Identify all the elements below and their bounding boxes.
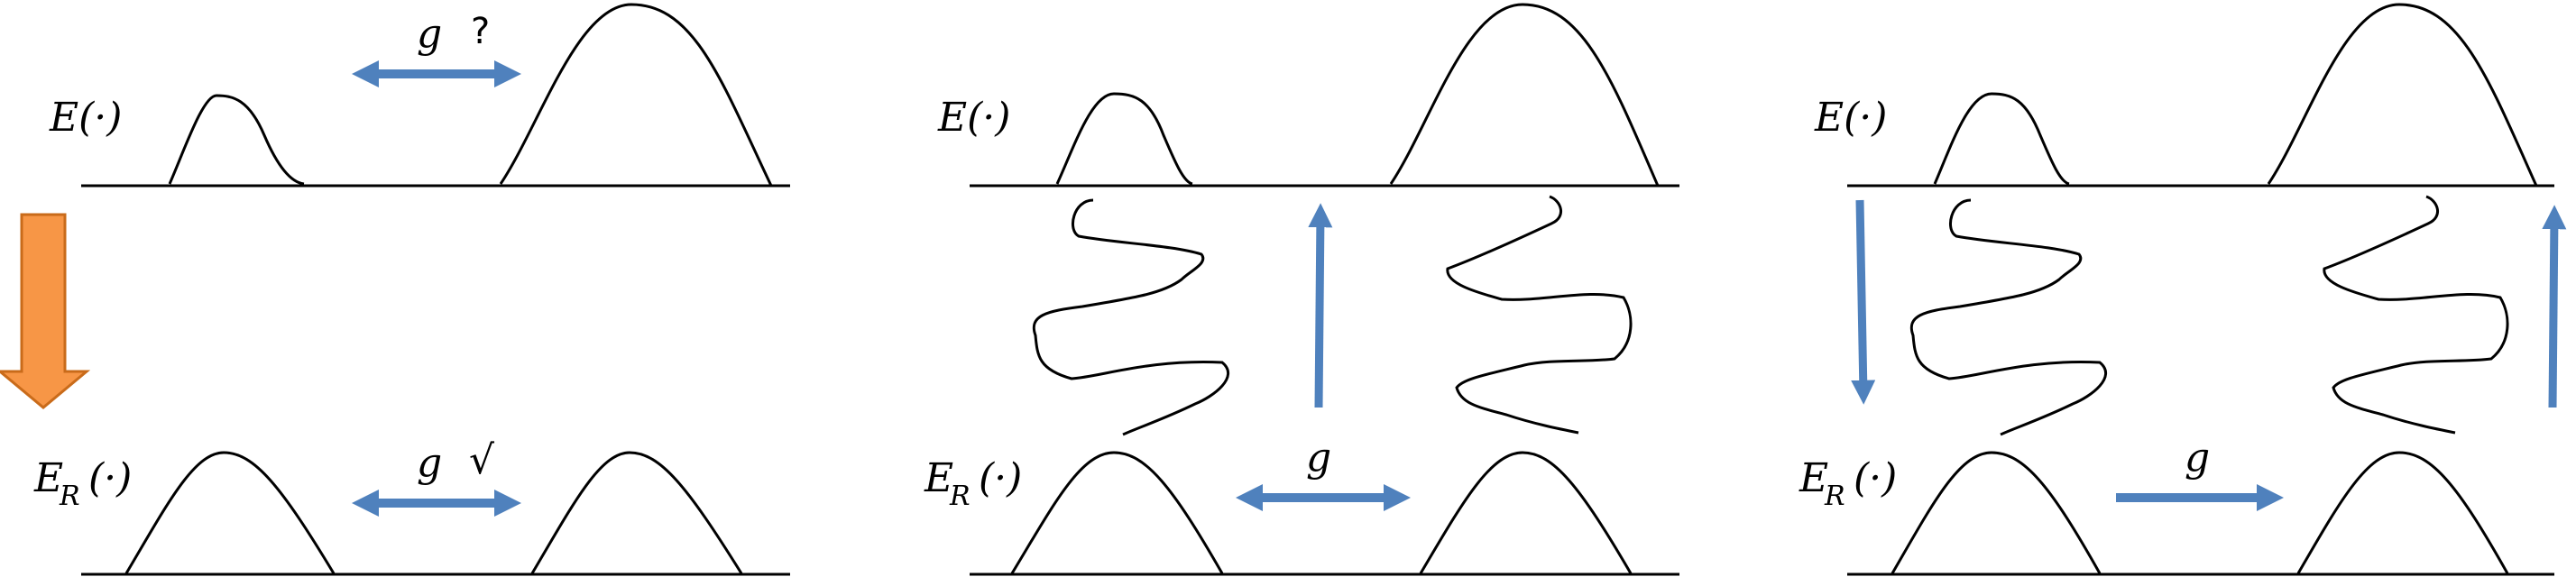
map-label-g: g bbox=[417, 11, 442, 57]
map-label-g: g bbox=[417, 440, 442, 486]
trajectory-right bbox=[2323, 195, 2509, 435]
large-peak bbox=[2267, 3, 2538, 187]
energy-label: E(·) bbox=[1814, 95, 1887, 141]
panel-3: E(·) E R (·) g bbox=[1799, 3, 2567, 576]
down-arrow bbox=[1851, 199, 1876, 405]
small-peak bbox=[168, 94, 305, 186]
trajectory-left bbox=[1032, 198, 1229, 436]
check-mark: √ bbox=[469, 437, 495, 483]
trajectory-left bbox=[1909, 198, 2107, 436]
svg-text:(·): (·) bbox=[1854, 455, 1897, 501]
map-label-g: g bbox=[2185, 435, 2210, 481]
energy-label: E(·) bbox=[49, 95, 122, 141]
small-peak bbox=[1933, 92, 2070, 186]
svg-text:E: E bbox=[33, 455, 63, 501]
left-peak bbox=[124, 451, 336, 574]
bottom-label: E R (·) bbox=[1799, 455, 1897, 512]
right-peak bbox=[2296, 451, 2509, 574]
bottom-label: E R (·) bbox=[924, 455, 1022, 512]
svg-text:E: E bbox=[1799, 455, 1828, 501]
svg-text:R: R bbox=[1824, 481, 1845, 512]
svg-text:E: E bbox=[924, 455, 953, 501]
panel-1: E(·) g ? E R (·) g √ bbox=[0, 3, 790, 576]
large-peak bbox=[1389, 3, 1660, 187]
small-peak bbox=[1055, 92, 1193, 186]
svg-text:(·): (·) bbox=[88, 455, 132, 501]
map-label-g: g bbox=[1306, 435, 1331, 481]
right-peak bbox=[530, 451, 743, 574]
svg-text:(·): (·) bbox=[979, 455, 1022, 501]
large-peak bbox=[499, 3, 773, 187]
panel-2: E(·) E R (·) g bbox=[924, 3, 1679, 576]
trajectory-right bbox=[1446, 195, 1633, 435]
orange-down-arrow bbox=[0, 213, 91, 409]
up-arrow bbox=[2542, 205, 2567, 408]
left-peak bbox=[1891, 451, 2102, 574]
question-mark: ? bbox=[471, 11, 490, 52]
bottom-label: E R (·) bbox=[33, 455, 132, 512]
up-arrow bbox=[1308, 203, 1333, 408]
svg-text:R: R bbox=[949, 481, 971, 512]
energy-label: E(·) bbox=[937, 95, 1010, 141]
left-peak bbox=[1010, 451, 1224, 574]
svg-text:R: R bbox=[59, 481, 80, 512]
right-peak bbox=[1419, 451, 1633, 574]
